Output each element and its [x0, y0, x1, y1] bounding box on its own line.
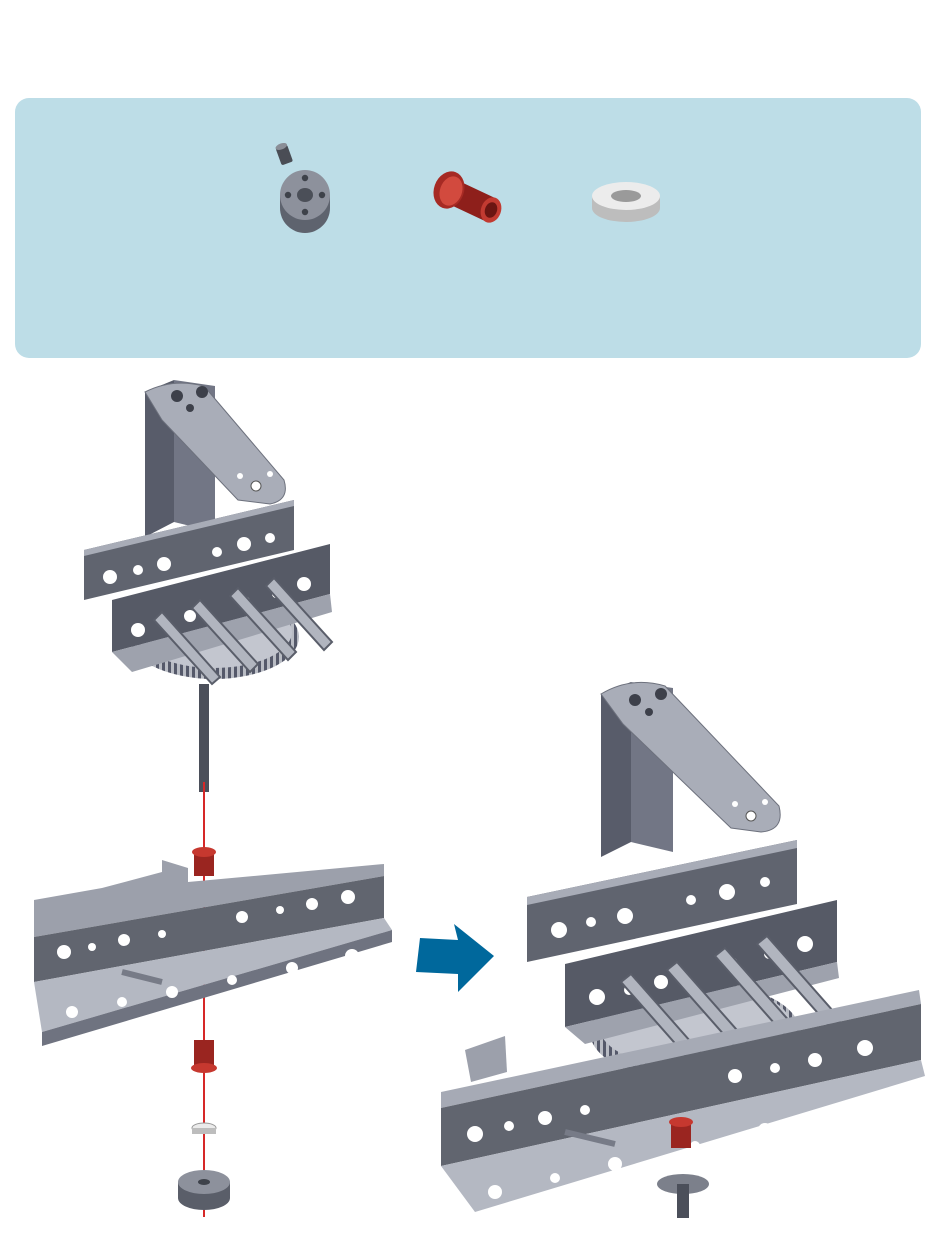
bushing-icon [429, 164, 509, 230]
shaft-collar-icon [270, 140, 350, 235]
exploded-assembly [12, 372, 407, 1217]
spacer-icon [589, 174, 669, 230]
parts-panel [15, 98, 921, 358]
assembled-result [435, 672, 925, 1220]
